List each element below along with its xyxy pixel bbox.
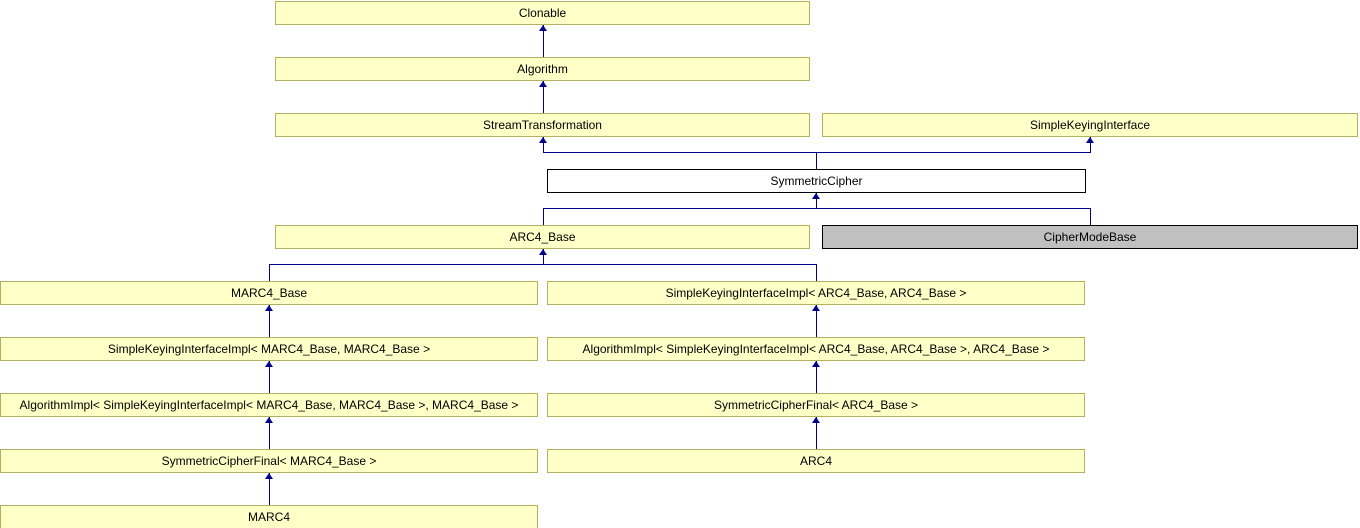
edge-arc4-base-derived-horizontal [269,264,817,265]
edge-symmetriccipher-to-simplekeyinginterface [1090,137,1091,152]
class-node-algimpl-marc4[interactable]: AlgorithmImpl< SimpleKeyingInterfaceImpl… [0,393,538,417]
class-node-ciphermodebase: CipherModeBase [822,225,1358,249]
edge-scf-arc4-to-algimpl-arc4 [816,361,817,393]
edge-streamtransformation-to-algorithm [543,81,544,113]
class-node-algorithm[interactable]: Algorithm [275,57,810,81]
class-node-skii-arc4[interactable]: SimpleKeyingInterfaceImpl< ARC4_Base, AR… [547,281,1085,305]
class-node-arc4-base[interactable]: ARC4_Base [275,225,810,249]
class-node-simplekeyinginterface[interactable]: SimpleKeyingInterface [822,113,1358,137]
edge-symmetriccipher-derived-horizontal [543,208,1091,209]
edge-arc4-to-scf-arc4 [816,417,817,449]
class-node-arc4[interactable]: ARC4 [547,449,1085,473]
class-node-symmetriccipher: SymmetricCipher [547,169,1086,193]
edge-marc4-base-stem [269,264,270,281]
edge-marc4-to-scf-marc4 [269,473,270,505]
class-node-clonable[interactable]: Clonable [275,1,810,25]
class-node-streamtransformation[interactable]: StreamTransformation [275,113,810,137]
edge-skii-marc4-to-marc4-base [269,305,270,337]
edge-scf-marc4-to-algimpl-marc4 [269,417,270,449]
edge-symmetriccipher-bases-horizontal [543,152,1091,153]
class-node-marc4[interactable]: MARC4 [0,505,538,528]
edge-derived-to-arc4-base-stem [543,249,544,264]
class-node-marc4-base[interactable]: MARC4_Base [0,281,538,305]
edge-ciphermodebase-stem [1090,208,1091,225]
edge-skii-arc4-stem [816,264,817,281]
class-node-skii-marc4[interactable]: SimpleKeyingInterfaceImpl< MARC4_Base, M… [0,337,538,361]
class-node-scf-arc4[interactable]: SymmetricCipherFinal< ARC4_Base > [547,393,1085,417]
edge-algimpl-marc4-to-skii-marc4 [269,361,270,393]
edge-derived-to-symmetriccipher-stem [816,193,817,208]
edge-arc4-base-stem [543,208,544,225]
edge-algimpl-arc4-to-skii-arc4 [816,305,817,337]
class-node-scf-marc4[interactable]: SymmetricCipherFinal< MARC4_Base > [0,449,538,473]
class-node-algimpl-arc4[interactable]: AlgorithmImpl< SimpleKeyingInterfaceImpl… [547,337,1085,361]
edge-symmetriccipher-to-streamtransformation [543,137,544,152]
edge-algorithm-to-clonable [543,25,544,57]
edge-symmetriccipher-stem [816,152,817,169]
